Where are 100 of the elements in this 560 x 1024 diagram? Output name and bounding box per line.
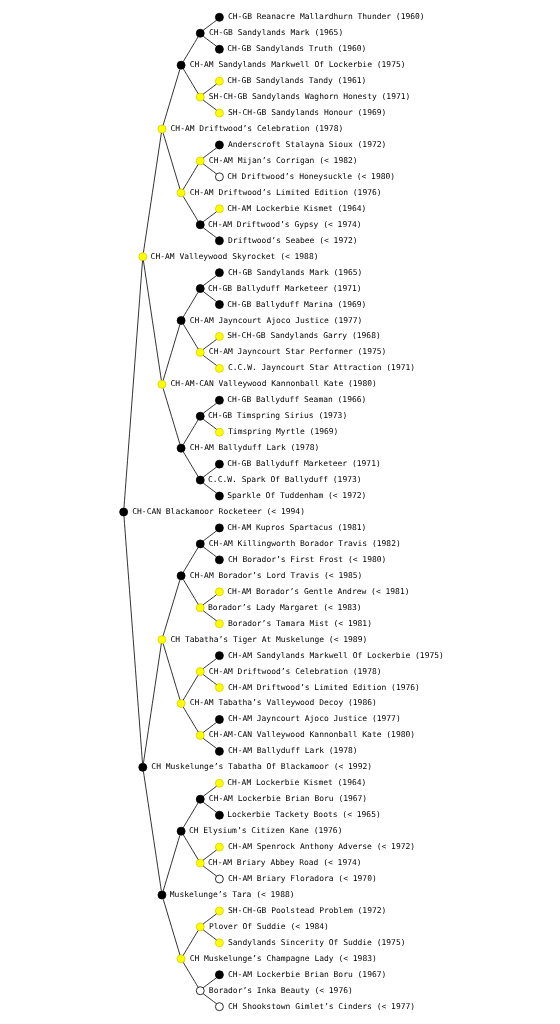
connector xyxy=(202,610,217,622)
node-label: CH-AM-CAN Valleywood Kannonball Kate (1980) xyxy=(208,730,415,740)
node-circle xyxy=(214,587,224,597)
node-circle xyxy=(195,348,205,357)
connector xyxy=(142,132,162,253)
node-circle xyxy=(195,858,205,868)
node-label: CH-AM Ballyduff Lark (1978) xyxy=(189,443,319,453)
node-label: CH-AM Ballyduff Lark (1978) xyxy=(227,746,358,756)
connector xyxy=(202,83,217,95)
node-circle xyxy=(214,204,224,214)
node-circle xyxy=(214,268,224,277)
connector xyxy=(202,99,217,111)
node-label: CH-AM Sandylands Markwell Of Lockerbie (1975) xyxy=(227,650,444,660)
connector xyxy=(182,291,198,318)
node-circle xyxy=(176,188,185,198)
connector xyxy=(202,801,217,813)
connector xyxy=(202,227,217,239)
connector xyxy=(182,451,199,478)
connector xyxy=(182,706,199,733)
node-circle xyxy=(214,842,224,852)
node-circle xyxy=(157,124,166,134)
node-circle xyxy=(176,826,185,836)
node-label: CH-AM Borador’s Gentle Andrew (< 1981) xyxy=(226,586,409,596)
connector xyxy=(202,785,217,797)
node-label: SH-CH-GB Sandylands Honour (1969) xyxy=(227,108,386,118)
node-circle xyxy=(195,92,205,102)
connector xyxy=(142,643,162,764)
connector xyxy=(162,579,180,637)
node-label: C.C.W. Spark Of Ballyduff (1973) xyxy=(207,475,362,485)
node-circle xyxy=(214,619,224,629)
connector xyxy=(202,482,217,494)
node-label: CH-AM Briary Floradora (< 1970) xyxy=(227,874,377,884)
node-circle xyxy=(214,778,224,788)
node-circle xyxy=(176,443,185,453)
node-circle xyxy=(137,762,147,772)
node-label: CH-AM Kupros Spartacus (1981) xyxy=(226,522,366,532)
node-label: CH-AM Briary Abbey Road (< 1974) xyxy=(207,858,362,868)
connector xyxy=(202,722,217,733)
connector xyxy=(182,164,198,190)
node-circle xyxy=(214,140,224,150)
node-label: CH-GB Sandylands Tandy (1961) xyxy=(226,76,366,86)
node-label: CH-AM Mijan’s Corrigan (< 1982) xyxy=(208,155,358,165)
node-circle xyxy=(214,108,224,118)
node-label: CH-GB Sandylands Truth (1960) xyxy=(226,44,366,54)
node-circle xyxy=(214,938,224,948)
node-circle xyxy=(195,603,205,613)
node-label: CH Borador’s First Frost (< 1980) xyxy=(227,554,386,564)
node-circle xyxy=(214,810,224,820)
node-label: CH Muskelunge’s Tabatha Of Blackamoor (< 1992) xyxy=(150,762,372,772)
node-label: Plover Of Suddie (< 1984) xyxy=(208,921,329,931)
node-label: CH-AM Killingworth Borador Travis (1982) xyxy=(208,538,401,548)
connector xyxy=(182,930,198,956)
connector xyxy=(182,419,198,446)
node-circle xyxy=(157,635,166,645)
node-label: CH-AM Spenrock Anthony Adverse (< 1972) xyxy=(227,842,415,852)
connector xyxy=(123,515,143,764)
node-label: CH-AM Valleywood Skyrocket (< 1988) xyxy=(150,251,319,261)
node-label: CH-AM Jayncourt Star Performer (1975) xyxy=(208,347,386,357)
node-label: CH Elysium’s Citizen Kane (1976) xyxy=(188,826,342,836)
connector xyxy=(142,260,162,381)
node-label: Borador’s Tamara Mist (< 1981) xyxy=(227,618,372,628)
node-label: CH-GB Ballyduff Marina (1969) xyxy=(226,299,366,309)
node-label: C.C.W. Jayncourt Star Attraction (1971) xyxy=(227,363,415,373)
node-label: Muskelunge’s Tara (< 1988) xyxy=(169,889,295,899)
node-label: SH-CH-GB Poolstead Problem (1972) xyxy=(227,905,386,915)
connector xyxy=(182,36,198,63)
node-circle xyxy=(195,284,205,293)
node-label: CH-AM Sandylands Markwell Of Lockerbie (1975) xyxy=(189,60,406,70)
connector xyxy=(202,211,217,223)
node-label: CH-AM Driftwood’s Limited Edition (1976) xyxy=(227,682,420,692)
node-label: CH-AM Lockerbie Kismet (1964) xyxy=(226,778,366,788)
node-label: CH-AM Driftwood’s Celebration (1978) xyxy=(170,124,343,134)
node-circle xyxy=(214,747,224,756)
node-label: CH-GB Ballyduff Marketeer (1971) xyxy=(226,459,381,469)
node-circle xyxy=(214,395,224,405)
connector xyxy=(202,35,217,47)
node-circle xyxy=(214,12,224,22)
node-label: CH-GB Sandylands Mark (1965) xyxy=(227,267,362,277)
connector xyxy=(182,547,198,573)
node-circle xyxy=(176,316,185,325)
connector xyxy=(202,163,217,175)
node-label: CH Muskelunge’s Champagne Lady (< 1983) xyxy=(189,953,377,963)
node-label: SH-CH-GB Sandylands Garry (1968) xyxy=(226,331,381,341)
node-label: CH-AM-CAN Valleywood Kannonball Kate (1980) xyxy=(170,379,377,389)
connector xyxy=(202,291,217,302)
connector xyxy=(182,323,199,350)
connector xyxy=(202,674,217,685)
node-label: CH-GB Sandylands Mark (1965) xyxy=(208,28,343,38)
node-circle xyxy=(157,890,166,900)
connector xyxy=(182,196,199,222)
connector xyxy=(202,339,217,350)
connector xyxy=(202,977,217,989)
node-label: CH-AM Lockerbie Kismet (1964) xyxy=(226,203,366,213)
node-circle xyxy=(214,555,224,565)
node-circle xyxy=(214,906,224,916)
node-label: CH-AM Jayncourt Ajoco Justice (1977) xyxy=(189,315,362,325)
node-circle xyxy=(214,970,224,980)
connector xyxy=(162,898,180,956)
node-circle xyxy=(214,332,224,341)
node-circle xyxy=(176,571,185,581)
